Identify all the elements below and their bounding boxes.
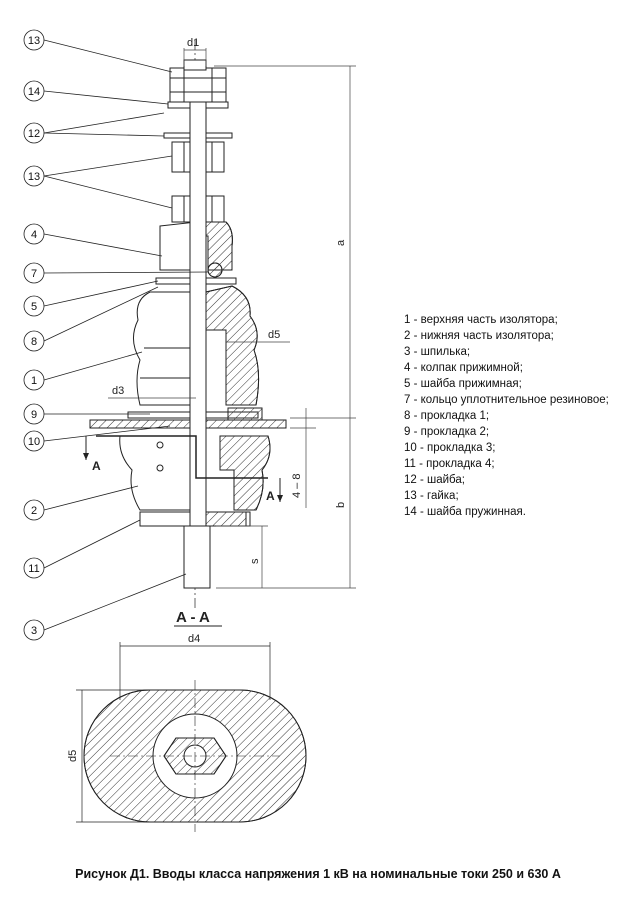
dimension-lines (108, 48, 356, 589)
parts-legend: 1 - верхняя часть изолятора; 2 - нижняя … (404, 312, 609, 520)
legend-item: 3 - шпилька; (404, 346, 471, 358)
dim-s: s (249, 558, 261, 564)
legend-item: 13 - гайка; (404, 490, 459, 502)
legend-item: 2 - нижняя часть изолятора; (404, 330, 554, 342)
callout-13-top: 13 (28, 35, 40, 47)
legend-item: 5 - шайба прижимная; (404, 378, 522, 390)
legend-item: 7 - кольцо уплотнительное резиновое; (404, 394, 609, 406)
dim-d1: d1 (187, 37, 199, 49)
callout-4: 4 (31, 229, 37, 241)
legend-item: 1 - верхняя часть изолятора; (404, 314, 558, 326)
legend-item: 11 - прокладка 4; (404, 458, 495, 470)
legend-item: 4 - колпак прижимной; (404, 362, 523, 374)
figure-caption: Рисунок Д1. Вводы класса напряжения 1 кВ… (75, 867, 561, 881)
top-nut (169, 67, 227, 103)
lower-insulator (119, 435, 271, 511)
callout-1: 1 (31, 375, 37, 387)
callout-11: 11 (28, 563, 39, 575)
section-cut-line (96, 435, 268, 479)
legend-item: 14 - шайба пружинная. (404, 506, 526, 518)
callout-7: 7 (31, 268, 37, 280)
dim-d3: d3 (112, 385, 124, 397)
callout-9: 9 (31, 409, 37, 421)
upper-insulator (133, 285, 260, 406)
legend-item: 12 - шайба; (404, 474, 465, 486)
callout-10: 10 (28, 436, 40, 448)
callout-2: 2 (31, 505, 37, 517)
section-title: A - A (176, 609, 210, 626)
gasket-10 (227, 407, 263, 421)
callout-5: 5 (31, 301, 37, 313)
dim-4-8: 4 – 8 (291, 474, 303, 498)
callout-13-mid: 13 (28, 171, 40, 183)
section-arrow-label-right: A (266, 489, 275, 503)
dim-d4: d4 (188, 633, 200, 645)
callouts (23, 29, 209, 641)
callout-14: 14 (28, 86, 40, 98)
stud (183, 59, 211, 589)
legend-item: 10 - прокладка 3; (404, 442, 496, 454)
legend-item: 9 - прокладка 2; (404, 426, 490, 438)
callout-12: 12 (28, 128, 40, 140)
callout-8: 8 (31, 336, 37, 348)
legend-item: 8 - прокладка 1; (404, 410, 490, 422)
section-arrow-label-left: A (92, 459, 101, 473)
dim-b: b (335, 502, 347, 508)
dim-d5-top: d5 (268, 329, 280, 341)
callout-3: 3 (31, 625, 37, 637)
section-view (76, 642, 307, 832)
bushing-elevation (83, 40, 287, 610)
dim-d5-section: d5 (67, 750, 79, 762)
mounting-plate (89, 419, 287, 429)
dim-a: a (335, 239, 347, 246)
